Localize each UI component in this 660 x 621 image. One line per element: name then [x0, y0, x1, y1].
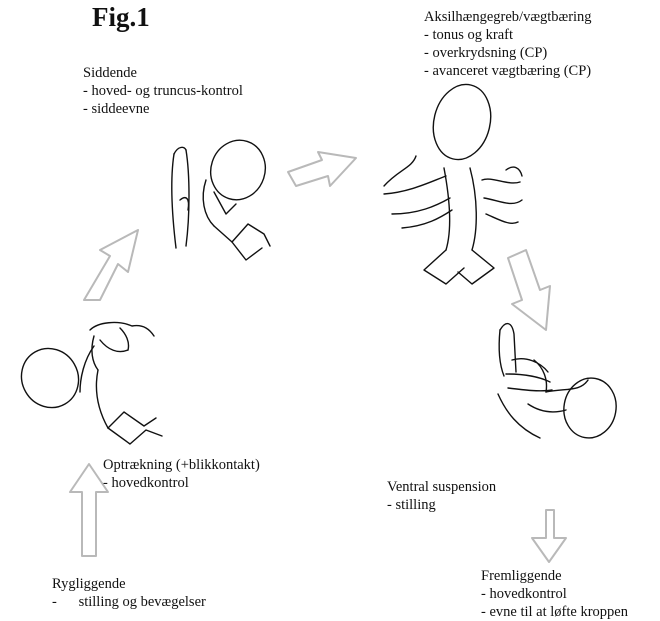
- label-prone: Fremliggende - hovedkontrol - evne til a…: [481, 567, 628, 621]
- label-pull-to-sit-point: - hovedkontrol: [103, 474, 260, 492]
- ventral-suspension-illustration: [498, 324, 621, 442]
- label-pull-to-sit: Optrækning (+blikkontakt) - hovedkontrol: [103, 456, 260, 492]
- label-ventral-point: - stilling: [387, 496, 496, 514]
- label-prone-point: - hovedkontrol: [481, 585, 628, 603]
- label-axillary: Aksilhængegreb/vægtbæring - tonus og kra…: [424, 8, 592, 80]
- label-seated: Siddende - hoved- og truncus-kontrol - s…: [83, 64, 243, 118]
- label-ventral-heading: Ventral suspension: [387, 478, 496, 496]
- label-supine-point: - stilling og bevægelser: [52, 593, 206, 611]
- arrow-seated-to-axillary: [288, 152, 356, 186]
- label-prone-point: - evne til at løfte kroppen: [481, 603, 628, 621]
- label-seated-heading: Siddende: [83, 64, 243, 82]
- arrow-pull-to-seated: [84, 230, 138, 300]
- seated-infant-illustration: [172, 133, 273, 260]
- arrow-axillary-to-ventral: [508, 250, 550, 330]
- label-axillary-point: - avanceret vægtbæring (CP): [424, 62, 592, 80]
- label-pull-to-sit-heading: Optrækning (+blikkontakt): [103, 456, 260, 474]
- label-axillary-point: - overkrydsning (CP): [424, 44, 592, 62]
- label-seated-point: - hoved- og truncus-kontrol: [83, 82, 243, 100]
- label-supine: Rygliggende - stilling og bevægelser: [52, 575, 206, 611]
- arrow-ventral-to-prone: [532, 510, 566, 562]
- label-seated-point: - siddeevne: [83, 100, 243, 118]
- pull-to-sit-illustration: [11, 323, 162, 444]
- label-supine-heading: Rygliggende: [52, 575, 206, 593]
- label-axillary-point: - tonus og kraft: [424, 26, 592, 44]
- label-axillary-heading: Aksilhængegreb/vægtbæring: [424, 8, 592, 26]
- label-prone-heading: Fremliggende: [481, 567, 628, 585]
- label-ventral: Ventral suspension - stilling: [387, 478, 496, 514]
- axillary-suspension-illustration: [384, 78, 522, 284]
